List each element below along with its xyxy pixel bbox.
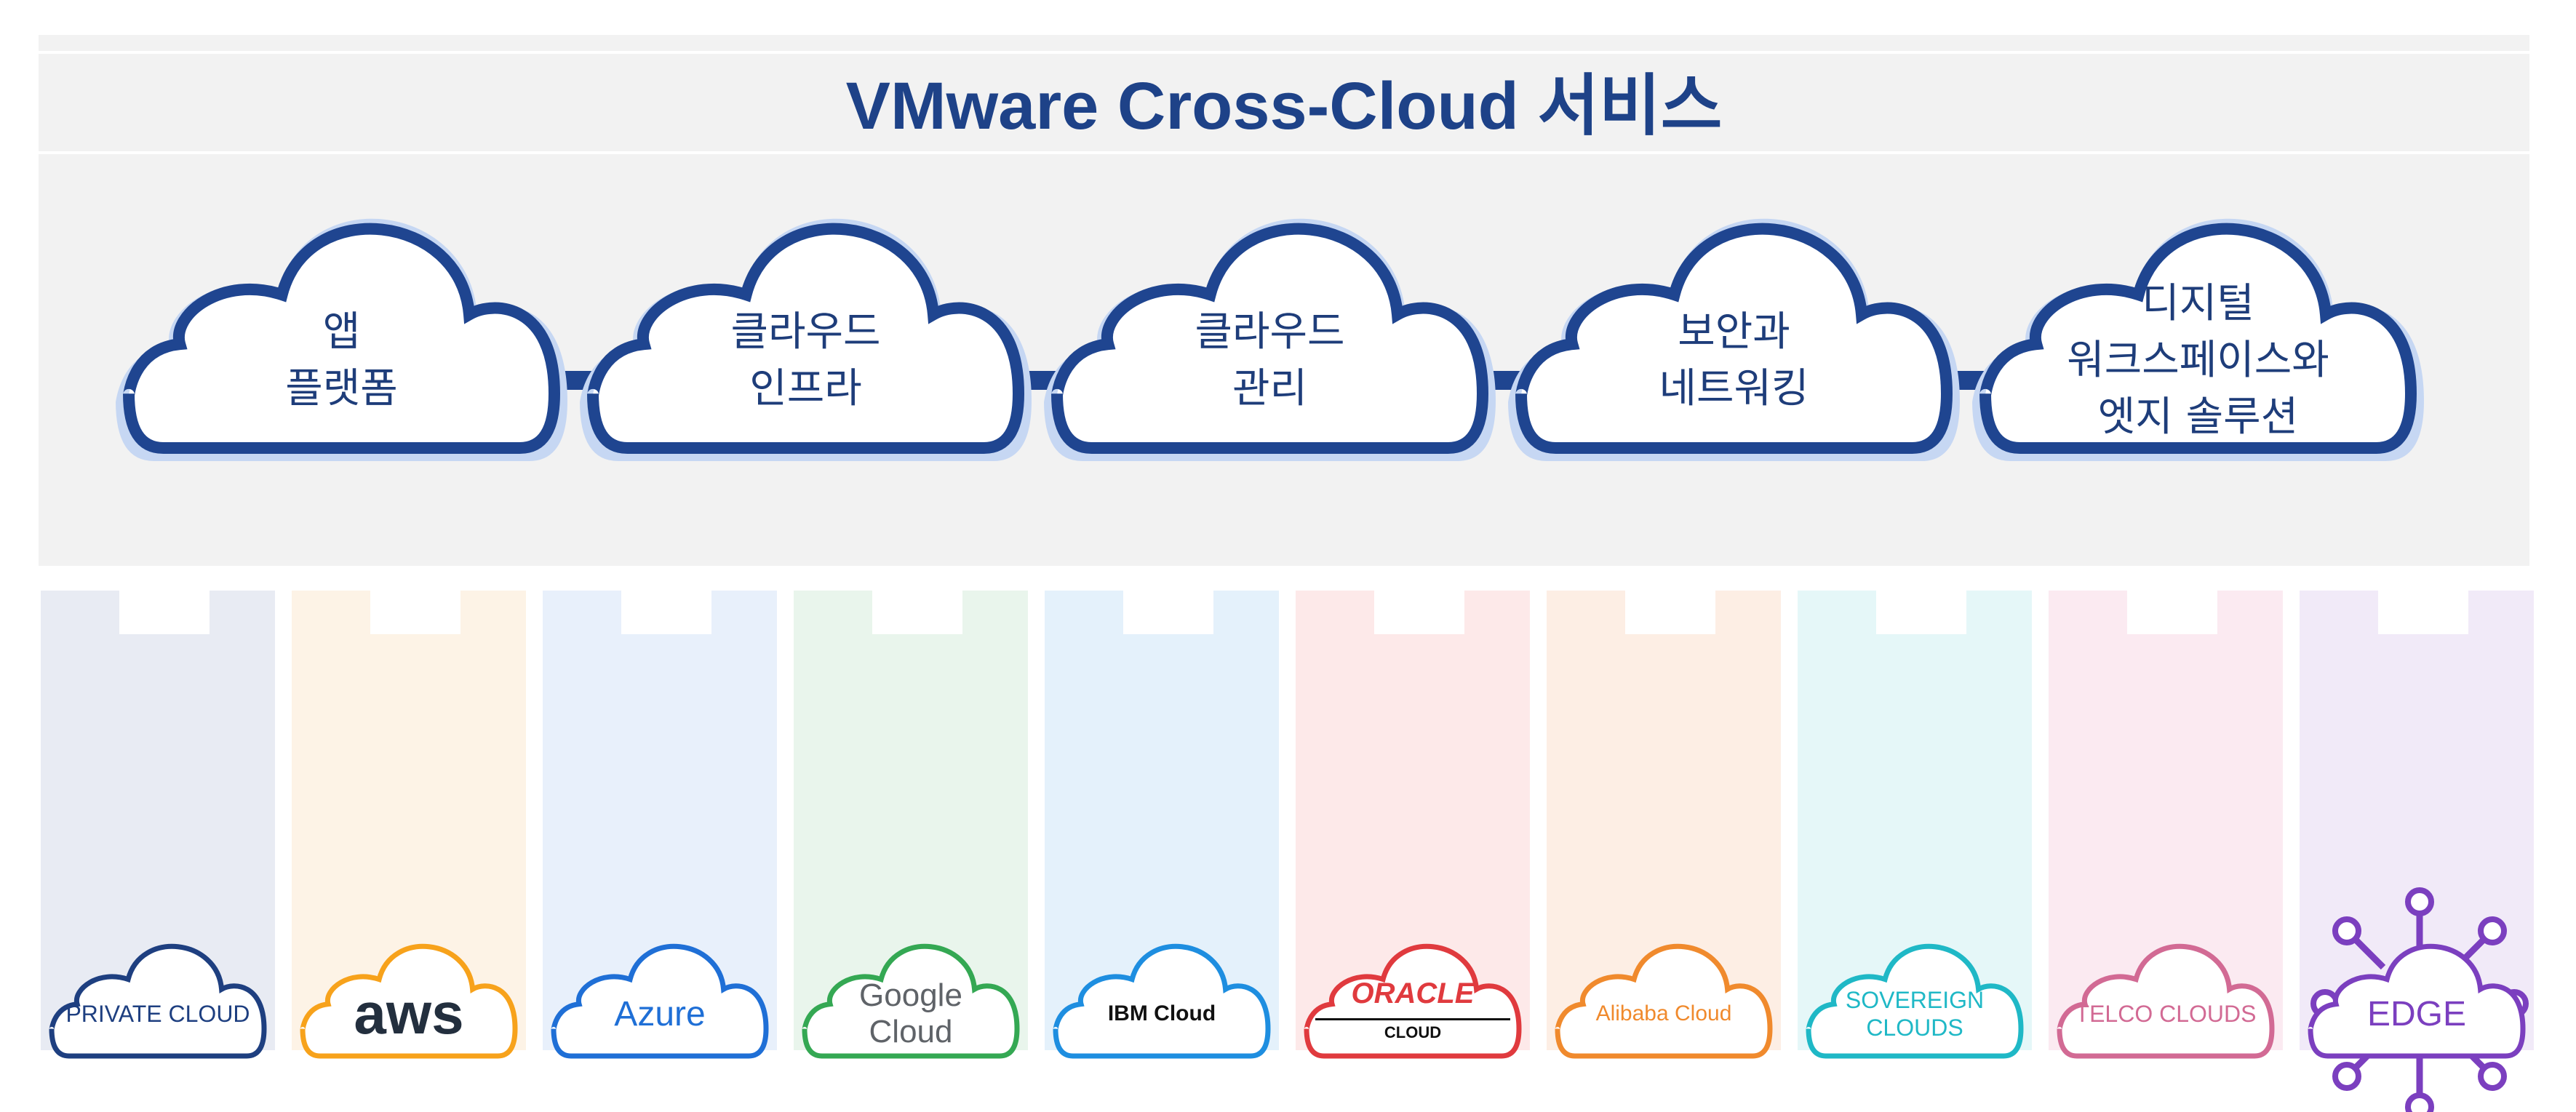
- column-notch: [1374, 570, 1464, 634]
- provider-label: Alibaba Cloud: [1595, 1001, 1732, 1025]
- provider-logo-cloud: [2057, 943, 2275, 1059]
- column-notch: [1625, 570, 1715, 634]
- service-cloud-label: 디지털 워크스페이스와 엣지 솔루션: [2067, 280, 2329, 441]
- page-title: VMware Cross-Cloud 서비스: [845, 68, 1723, 143]
- service-cloud-label: 클라우드 인프라: [730, 308, 881, 412]
- provider-label: TELCO CLOUDS: [2075, 1000, 2257, 1027]
- provider-logo-cloud: [2308, 943, 2526, 1059]
- column-notch: [1123, 570, 1213, 634]
- provider-logo-cloud: [1806, 943, 2024, 1059]
- provider-logo-cloud: [551, 943, 769, 1059]
- service-cloud: [1979, 223, 2417, 454]
- provider-label: IBM Cloud: [1107, 1001, 1216, 1025]
- provider-label: Google Cloud: [859, 977, 962, 1049]
- column-notch: [621, 570, 711, 634]
- provider-label: aws: [354, 981, 464, 1046]
- column-notch: [2378, 570, 2468, 634]
- provider-label: Azure: [614, 994, 706, 1033]
- service-cloud: [1515, 223, 1953, 454]
- provider-logo-cloud: [1053, 943, 1271, 1059]
- column-notch: [872, 570, 962, 634]
- provider-sublabel: CLOUD: [1315, 1018, 1510, 1045]
- column-notch: [370, 570, 460, 634]
- service-cloud-label: 앱 플랫폼: [285, 308, 398, 412]
- service-cloud-label: 클라우드 관리: [1195, 308, 1345, 412]
- edge-node: [2478, 1062, 2507, 1091]
- column-notch: [1876, 570, 1966, 634]
- provider-logo-cloud: [49, 943, 267, 1059]
- edge-node: [2332, 916, 2361, 945]
- edge-node: [2332, 1062, 2361, 1091]
- column-notch: [2127, 570, 2217, 634]
- edge-node: [2405, 1092, 2434, 1112]
- provider-logo-cloud: [300, 943, 518, 1059]
- provider-label: EDGE: [2366, 994, 2467, 1033]
- provider-label: PRIVATE CLOUD: [65, 1000, 250, 1027]
- edge-node: [2478, 916, 2507, 945]
- service-cloud: [1051, 223, 1489, 454]
- provider-logo-cloud: [1304, 943, 1522, 1059]
- panel-divider: [39, 566, 2529, 570]
- column-notch: [119, 570, 210, 634]
- provider-label: SOVEREIGN CLOUDS: [1845, 987, 1985, 1041]
- service-cloud: [123, 223, 561, 454]
- service-cloud-label: 보안과 네트워킹: [1659, 308, 1809, 412]
- service-cloud: [587, 223, 1025, 454]
- provider-logo-cloud: [802, 943, 1020, 1059]
- title-bar: [39, 51, 2529, 154]
- provider-logo-cloud: [1555, 943, 1773, 1059]
- edge-node: [2405, 887, 2434, 916]
- provider-label: ORACLE: [1351, 977, 1475, 1009]
